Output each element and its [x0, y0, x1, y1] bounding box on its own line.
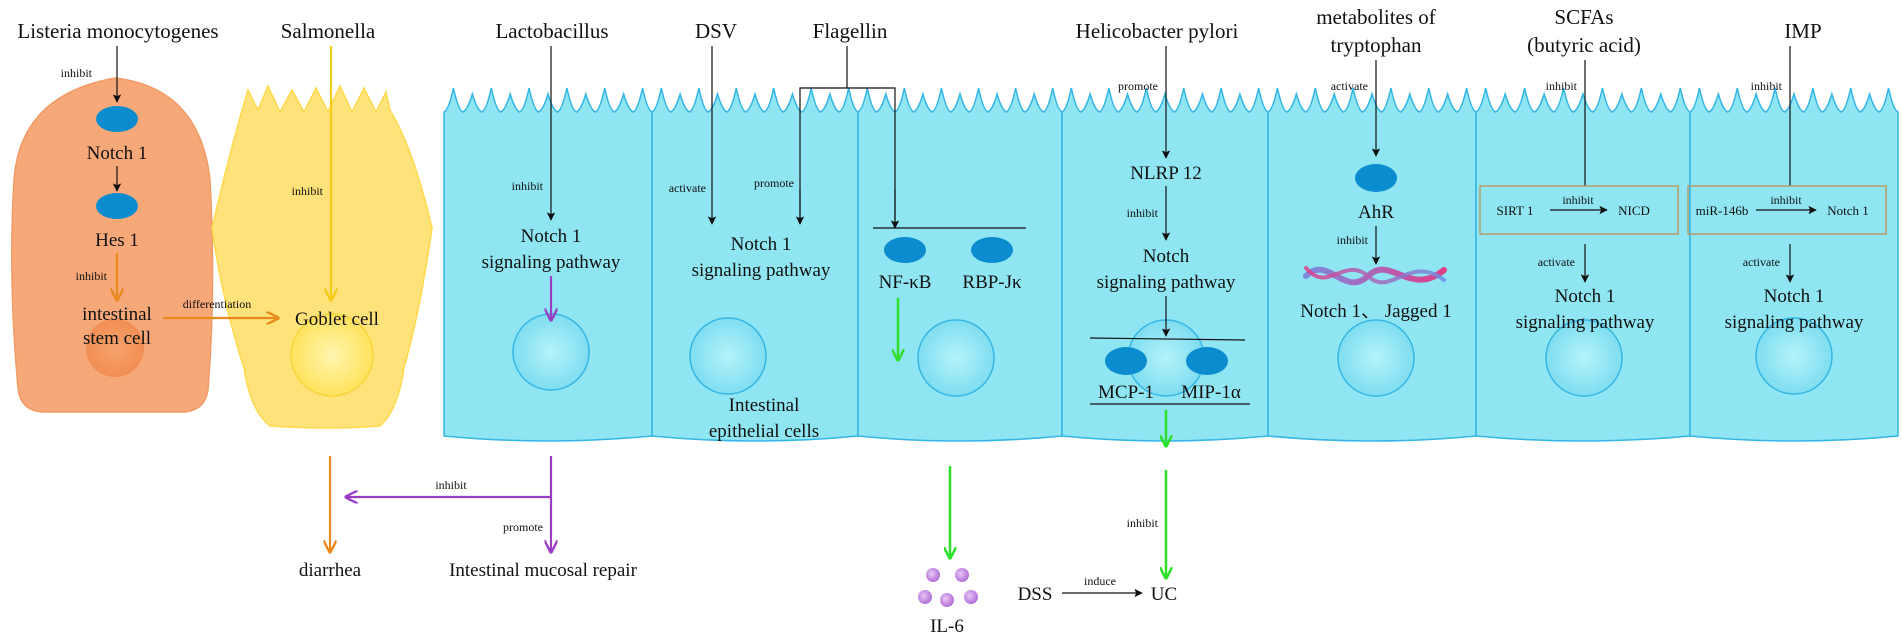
- sirt1-nicd-box: [1479, 185, 1679, 235]
- label-inhibit-lactobacillus: inhibit: [512, 179, 544, 193]
- label-mip1a: MIP-1α: [1181, 382, 1241, 403]
- label-notch1-box: Notch 1: [1827, 203, 1869, 218]
- label-mucosal-repair: Intestinal mucosal repair: [449, 560, 637, 581]
- label-inhibit-listeria: inhibit: [61, 66, 93, 80]
- label-inhibit-scfas: inhibit: [1546, 79, 1578, 93]
- epithelial-cell-body: [1475, 87, 1691, 442]
- epithelial-cell-nucleus: [1545, 319, 1623, 397]
- label-activate-dsv: activate: [669, 181, 706, 195]
- membrane-line-cell6-top: [1089, 337, 1246, 341]
- label-goblet-cell: Goblet cell: [295, 309, 379, 330]
- epithelial-cell-nucleus: [1337, 319, 1415, 397]
- label-notch-cell6: Notch: [1143, 246, 1190, 267]
- label-nfkb: NF-κB: [879, 272, 932, 293]
- label-stem-cell-line1: intestinal: [82, 304, 152, 325]
- label-activate-tryptophan: activate: [1331, 79, 1368, 93]
- label-inhibit-bottom: inhibit: [435, 478, 467, 492]
- label-inhibit-ahr: inhibit: [1337, 233, 1369, 247]
- label-hes1: Hes 1: [95, 230, 139, 251]
- label-salmonella: Salmonella: [281, 19, 376, 43]
- label-notch1-cell8: Notch 1: [1555, 286, 1616, 307]
- label-nicd: NICD: [1618, 203, 1650, 218]
- label-notch1-cell1: Notch 1: [87, 143, 148, 164]
- label-epithelial-cells: epithelial cells: [709, 421, 819, 442]
- goblet-cell-nucleus: [290, 313, 374, 397]
- label-notch1-cell9: Notch 1: [1764, 286, 1825, 307]
- label-inhibit-imp: inhibit: [1751, 79, 1783, 93]
- label-activate-cell8: activate: [1538, 255, 1575, 269]
- label-flagellin: Flagellin: [813, 19, 888, 43]
- label-promote-bottom: promote: [503, 520, 543, 534]
- dna-helix-icon: [1303, 266, 1447, 286]
- label-intestinal: Intestinal: [729, 395, 800, 416]
- label-notch1-cell4: Notch 1: [731, 234, 792, 255]
- epithelial-cell-nucleus: [917, 319, 995, 397]
- label-signaling-cell9: signaling pathway: [1725, 312, 1864, 333]
- label-signaling-cell3: signaling pathway: [482, 252, 621, 273]
- il6-molecules-icon: [918, 568, 978, 607]
- label-listeria: Listeria monocytogenes: [17, 19, 218, 43]
- label-stem-cell-line2: stem cell: [83, 328, 151, 349]
- epithelial-cell-body: [1689, 87, 1899, 442]
- label-inhibit-salmonella: inhibit: [292, 184, 324, 198]
- label-helicobacter-pylori: Helicobacter pylori: [1076, 19, 1239, 43]
- label-tryptophan-line2: tryptophan: [1331, 33, 1422, 57]
- label-notch1-cell3: Notch 1: [521, 226, 582, 247]
- epithelial-cell-nucleus: [512, 313, 590, 391]
- epithelial-cell-nucleus: [689, 317, 767, 395]
- ahr-receptor: [1355, 164, 1397, 192]
- mir146b-notch1-box: [1687, 185, 1887, 235]
- label-uc: UC: [1151, 584, 1177, 605]
- rbpjk-receptor: [971, 237, 1013, 263]
- label-nlrp12: NLRP 12: [1130, 163, 1202, 184]
- mcp1-receptor: [1105, 347, 1147, 375]
- epithelial-cells-group: [443, 87, 1899, 442]
- label-notch1-jagged1: Notch 1、 Jagged 1: [1300, 301, 1451, 322]
- label-signaling-cell8: signaling pathway: [1516, 312, 1655, 333]
- stem-cell-body: [11, 77, 214, 413]
- epithelial-cell-nucleus: [1755, 317, 1833, 395]
- label-diarrhea: diarrhea: [299, 560, 362, 581]
- label-inhibit-hes1: inhibit: [76, 269, 108, 283]
- label-lactobacillus: Lactobacillus: [495, 19, 608, 43]
- label-tryptophan-line1: metabolites of: [1316, 5, 1436, 29]
- stem-cell-nucleus: [86, 319, 144, 377]
- label-induce: induce: [1084, 574, 1116, 588]
- label-rbpjk: RBP-Jκ: [962, 272, 1022, 293]
- label-mir146b: miR-146b: [1696, 203, 1749, 218]
- goblet-cell-body: [211, 84, 433, 429]
- label-inhibit-mir146b: inhibit: [1770, 193, 1802, 207]
- label-inhibit-sirt1: inhibit: [1562, 193, 1594, 207]
- label-ahr: AhR: [1358, 202, 1394, 223]
- label-promote-hpylori: promote: [1118, 79, 1158, 93]
- notch1-receptor: [96, 106, 138, 132]
- mip1a-receptor: [1186, 347, 1228, 375]
- label-il6: IL-6: [930, 616, 964, 637]
- label-signaling-cell4: signaling pathway: [692, 260, 831, 281]
- label-activate-cell9: activate: [1743, 255, 1780, 269]
- label-dsv: DSV: [695, 19, 737, 43]
- label-differentiation: differentiation: [183, 297, 251, 311]
- label-inhibit-nlrp12: inhibit: [1127, 206, 1159, 220]
- label-sirt1: SIRT 1: [1497, 203, 1534, 218]
- label-dss: DSS: [1018, 584, 1053, 605]
- label-imp: IMP: [1784, 19, 1821, 43]
- label-scfas-line1: SCFAs: [1554, 5, 1613, 29]
- epithelial-cell-body: [443, 87, 653, 442]
- label-mcp1: MCP-1: [1098, 382, 1154, 403]
- label-promote-flagellin: promote: [754, 176, 794, 190]
- hes1-receptor: [96, 193, 138, 219]
- nfkb-receptor: [884, 237, 926, 263]
- label-inhibit-uc: inhibit: [1127, 516, 1159, 530]
- label-signaling-cell6: signaling pathway: [1097, 272, 1236, 293]
- label-scfas-line2: (butyric acid): [1527, 33, 1641, 57]
